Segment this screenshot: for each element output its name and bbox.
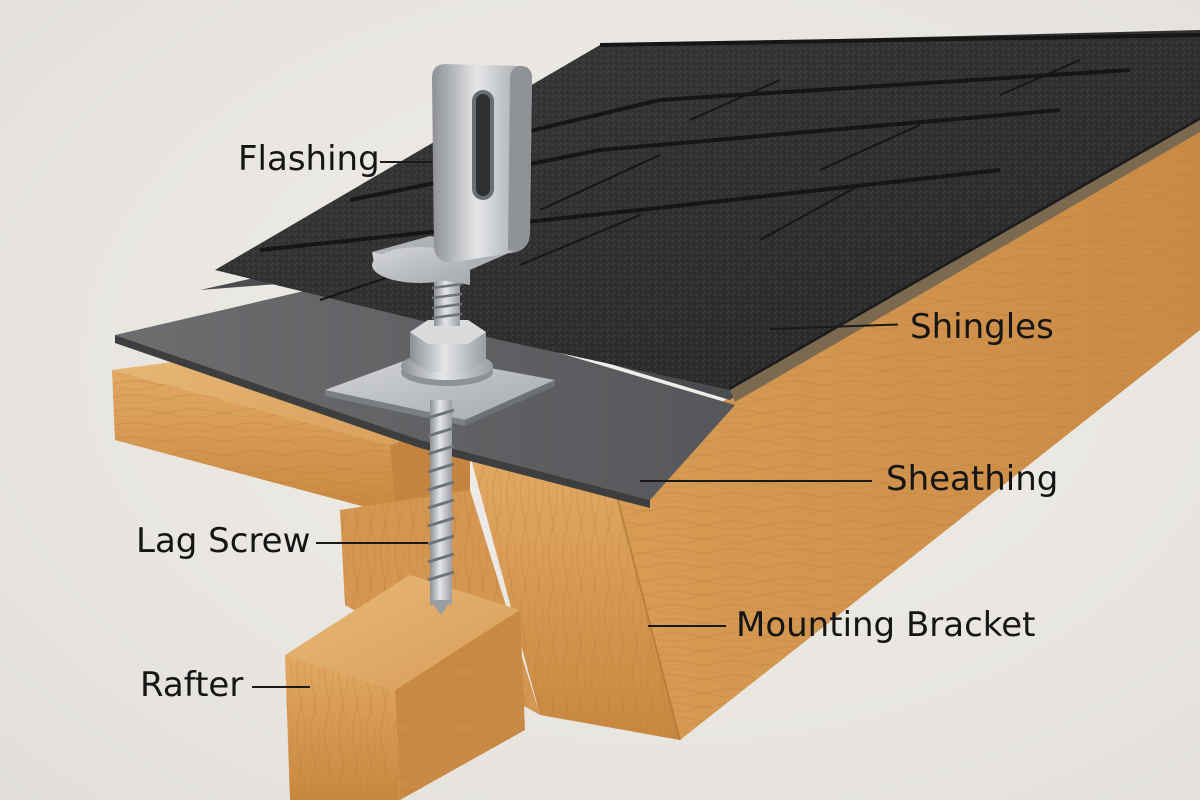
- rafter-leader: [252, 686, 310, 688]
- mounting-bracket-label: Mounting Bracket: [736, 605, 1036, 645]
- sheathing-leader: [640, 480, 872, 482]
- lag-screw: [427, 400, 455, 615]
- sheathing-label: Sheathing: [886, 459, 1059, 499]
- flashing-label: Flashing: [238, 139, 380, 179]
- rafter-block: [285, 575, 525, 800]
- lag-screw-label: Lag Screw: [136, 521, 311, 561]
- nut-and-washer: [401, 320, 493, 386]
- mounting-bracket-leader: [648, 625, 726, 627]
- mounting-bracket-beam: [470, 110, 1200, 741]
- threaded-stud: [431, 278, 463, 326]
- shingle-layers: [215, 30, 1200, 402]
- shingles-label: Shingles: [910, 307, 1054, 347]
- lag-screw-leader: [316, 542, 428, 544]
- flashing-leader: [380, 161, 432, 163]
- rafter-label: Rafter: [140, 665, 244, 705]
- l-bracket: [372, 64, 532, 285]
